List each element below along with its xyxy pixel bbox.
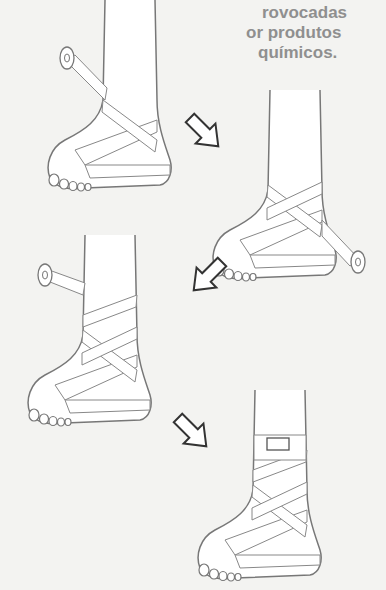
foot-step-2 (213, 90, 365, 281)
step-arrow (180, 108, 228, 156)
foot-step-3 (28, 235, 151, 426)
step-arrow (184, 252, 232, 300)
foot-step-1 (48, 0, 171, 191)
page-text: rovocadas (262, 4, 347, 22)
page-text: químicos. (258, 44, 337, 62)
page-text: or produtos (246, 24, 341, 42)
step-arrow (168, 408, 216, 456)
foot-step-4 (198, 390, 321, 581)
